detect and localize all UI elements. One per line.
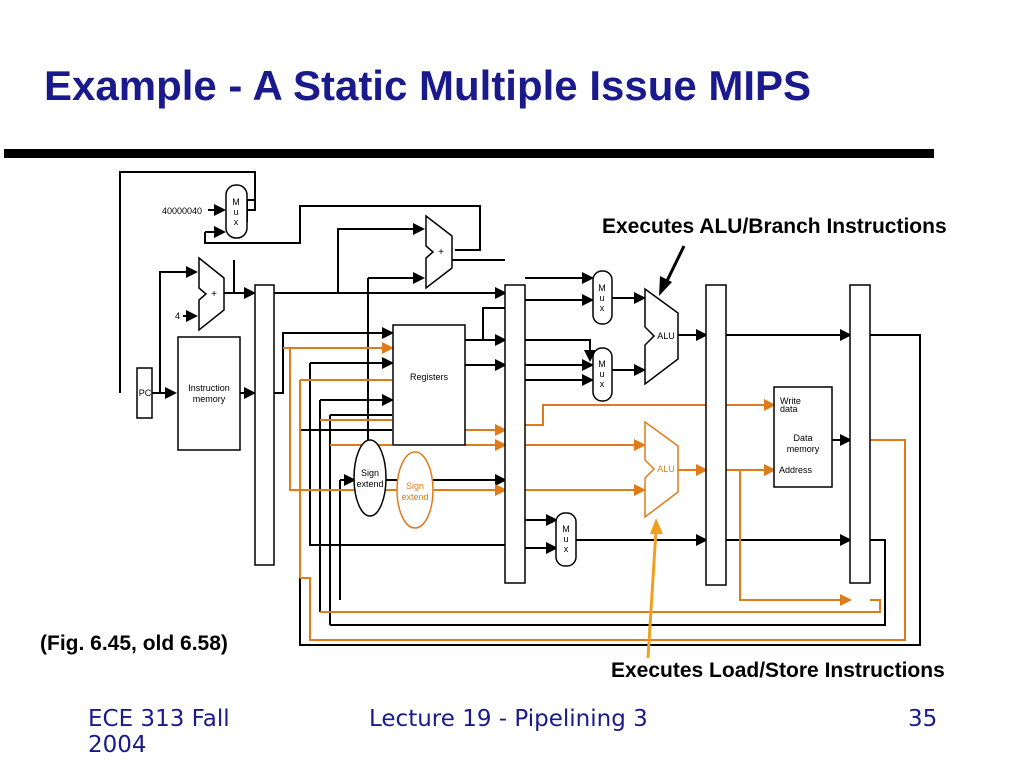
- svg-text:+: +: [211, 289, 217, 300]
- svg-text:ALU: ALU: [657, 331, 675, 341]
- instruction-memory: Instruction memory: [177, 336, 241, 451]
- svg-text:memory: memory: [193, 394, 226, 404]
- constant-40000040-label: 40000040: [162, 206, 202, 216]
- footer-course: ECE 313 Fall 2004: [88, 706, 230, 758]
- svg-text:Registers: Registers: [410, 372, 449, 382]
- alu-input-mux-a: M u x: [592, 270, 613, 325]
- callout-load-store: Executes Load/Store Instructions: [611, 659, 945, 682]
- svg-text:u: u: [599, 293, 604, 303]
- alu-load-store-unit: ALU: [644, 420, 679, 519]
- svg-text:M: M: [598, 283, 606, 293]
- svg-text:Address: Address: [779, 465, 813, 475]
- constant-4-label: 4: [175, 311, 180, 321]
- svg-text:extend: extend: [356, 479, 383, 489]
- title-divider: [4, 149, 934, 158]
- svg-text:u: u: [599, 369, 604, 379]
- footer-course-line1: ECE 313 Fall: [88, 706, 230, 732]
- orange-wires: [283, 342, 906, 641]
- callout-arrows: [646, 245, 686, 659]
- svg-text:u: u: [233, 207, 238, 217]
- svg-text:+: +: [438, 247, 444, 258]
- id-ex-pipeline-register: [504, 284, 526, 584]
- svg-text:ALU: ALU: [657, 464, 675, 474]
- svg-text:memory: memory: [787, 444, 820, 454]
- ex-mem-pipeline-register: [705, 284, 727, 586]
- branch-target-adder: +: [425, 214, 453, 290]
- pc-source-mux: M u x: [225, 184, 248, 239]
- alu-input-mux-b: M u x: [592, 347, 613, 402]
- svg-text:data: data: [780, 404, 798, 414]
- sign-extend-load-store: Sign extend: [396, 451, 434, 529]
- svg-text:x: x: [600, 303, 605, 313]
- data-memory: Write data Data memory Address: [773, 386, 833, 488]
- svg-text:Instruction: Instruction: [188, 383, 230, 393]
- sign-extend-alu: Sign extend: [353, 439, 387, 517]
- svg-text:Write: Write: [780, 396, 801, 406]
- figure-caption: (Fig. 6.45, old 6.58): [40, 632, 228, 655]
- svg-text:x: x: [234, 217, 239, 227]
- footer-lecture-title: Lecture 19 - Pipelining 3: [369, 706, 648, 732]
- slide-title: Example - A Static Multiple Issue MIPS: [44, 62, 812, 109]
- svg-text:M: M: [598, 359, 606, 369]
- pc-increment-adder: +: [198, 256, 225, 332]
- register-file: Registers: [392, 324, 466, 446]
- if-id-pipeline-register: [254, 284, 275, 566]
- footer-page-number: 35: [908, 706, 938, 732]
- svg-text:Sign: Sign: [406, 481, 424, 491]
- svg-text:M: M: [232, 197, 240, 207]
- alu-branch-unit: ALU: [644, 287, 679, 386]
- callout-alu-branch: Executes ALU/Branch Instructions: [602, 215, 947, 238]
- svg-text:x: x: [600, 379, 605, 389]
- svg-text:M: M: [562, 524, 570, 534]
- mem-wb-pipeline-register: [849, 284, 871, 584]
- svg-text:x: x: [564, 544, 569, 554]
- svg-text:extend: extend: [401, 492, 428, 502]
- black-wires: [119, 171, 921, 646]
- writeback-register-mux: M u x: [555, 512, 577, 567]
- svg-text:PC: PC: [139, 388, 152, 398]
- svg-text:Sign: Sign: [361, 468, 379, 478]
- footer-course-line2: 2004: [88, 732, 147, 758]
- svg-text:Data: Data: [793, 433, 812, 443]
- svg-text:u: u: [563, 534, 568, 544]
- pc-register: PC: [136, 367, 153, 419]
